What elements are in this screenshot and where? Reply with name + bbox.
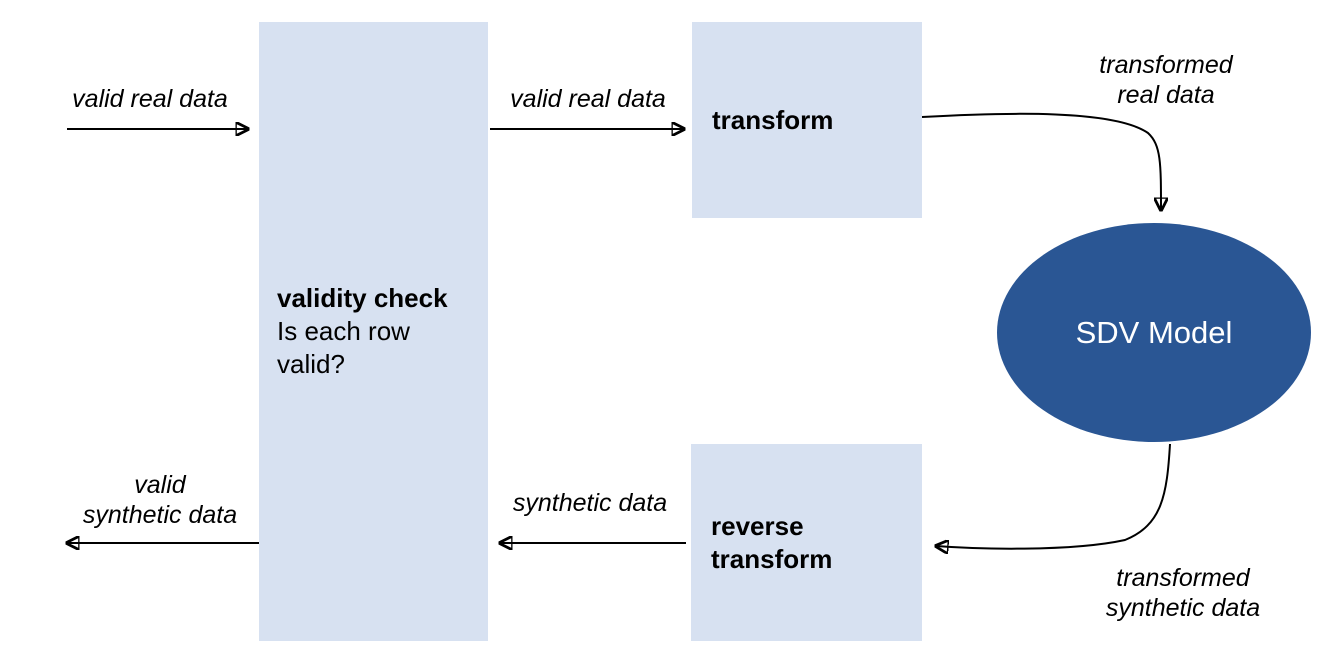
label-valid-real-to-transform: valid real data <box>510 85 666 113</box>
node-sdv-model: SDV Model <box>997 223 1311 442</box>
validity-check-title: validity check <box>277 283 448 313</box>
label-transformed-real: transformed real data <box>1099 51 1233 109</box>
transform-label: transform <box>712 104 834 135</box>
reverse-transform-label: reverse transform <box>711 510 833 574</box>
validity-check-question: Is each row valid? <box>277 316 410 379</box>
label-transformed-synthetic: transformed synthetic data <box>1105 564 1261 622</box>
node-transform: transform <box>692 22 922 218</box>
node-validity-check: validity check Is each row valid? <box>259 22 488 641</box>
arrow-transformed-real-to-model <box>921 112 1161 210</box>
node-reverse-transform: reverse transform <box>691 444 922 641</box>
label-input-real: valid real data <box>72 85 228 113</box>
label-synthetic: synthetic data <box>512 489 668 517</box>
validity-check-text: validity check Is each row valid? <box>277 282 448 381</box>
label-output-synthetic: valid synthetic data <box>82 471 238 529</box>
sdv-model-label: SDV Model <box>1075 314 1233 350</box>
arrow-model-to-reverse-transform <box>936 443 1171 549</box>
